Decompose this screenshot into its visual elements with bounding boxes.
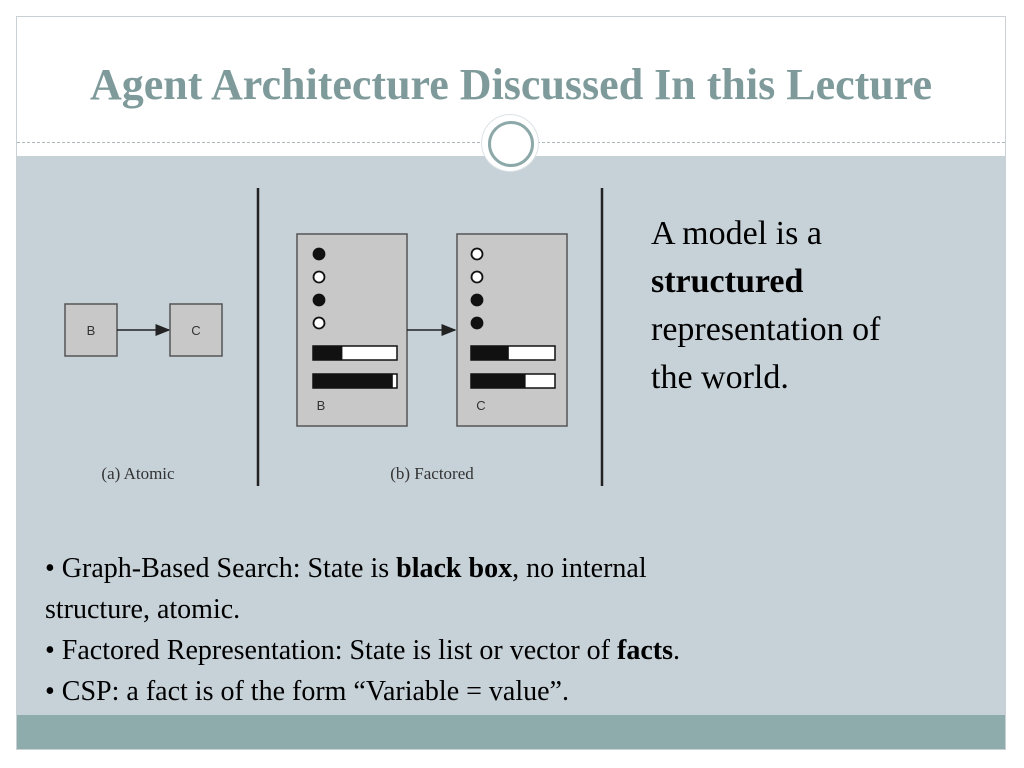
title-ornament-circle: [482, 115, 538, 171]
fact-empty-icon: [470, 270, 484, 284]
bullet-1-tail: , no internal: [512, 553, 647, 584]
bullet-2-text: • Factored Representation: State is list…: [45, 635, 617, 666]
fact-bar-fill: [471, 374, 526, 388]
bullet-graph-search: • Graph-Based Search: State is black box…: [45, 548, 975, 589]
fact-empty-icon: [312, 316, 326, 330]
bullet-2-emphasis: facts: [617, 635, 673, 666]
factored-state-c-bars: [470, 345, 556, 389]
atomic-caption: (a) Atomic: [101, 464, 175, 483]
footer-bar: [17, 715, 1005, 749]
fact-filled-icon: [312, 293, 326, 307]
factored-state-c-label: C: [476, 398, 485, 413]
fact-bar-fill: [313, 346, 343, 360]
bullet-csp: • CSP: a fact is of the form “Variable =…: [45, 676, 569, 707]
state-representation-figure: B C (a) Atomic B C (b) Factored: [17, 156, 637, 496]
bullet-factored: • Factored Representation: State is list…: [45, 630, 975, 671]
bullet-1-emphasis: black box: [396, 553, 513, 584]
slide: Agent Architecture Discussed In this Lec…: [16, 16, 1006, 750]
model-line-3: representation of: [651, 311, 881, 348]
model-definition-text: A model is a structured representation o…: [651, 210, 981, 402]
content-area: B C (a) Atomic B C (b) Factored: [17, 156, 1005, 715]
fact-filled-icon: [470, 293, 484, 307]
factored-state-b-box: [296, 233, 408, 427]
atomic-state-c-label: C: [191, 323, 200, 338]
fact-empty-icon: [470, 247, 484, 261]
bullet-graph-search-cont: structure, atomic.: [45, 594, 241, 625]
factored-state-c-facts: [470, 247, 484, 330]
factored-state-c-box: [456, 233, 568, 427]
bullet-2-tail: .: [672, 635, 680, 666]
factored-state-b-bars: [312, 345, 398, 389]
figure-svg: B C (a) Atomic B C (b) Factored: [64, 188, 604, 486]
atomic-state-b-box: [64, 303, 118, 357]
model-line-1: A model is a: [651, 215, 822, 252]
fact-empty-icon: [312, 270, 326, 284]
factored-state-b-label: B: [317, 398, 326, 413]
bullet-list: • Graph-Based Search: State is black box…: [45, 548, 975, 712]
slide-title: Agent Architecture Discussed In this Lec…: [89, 60, 933, 109]
fact-filled-icon: [470, 316, 484, 330]
model-line-4: the world.: [651, 359, 789, 396]
bullet-1-text: • Graph-Based Search: State is: [45, 553, 397, 584]
fact-bar-fill: [313, 374, 393, 388]
atomic-state-b-label: B: [87, 323, 96, 338]
model-emphasis: structured: [651, 263, 804, 300]
atomic-state-c-box: [169, 303, 223, 357]
factored-caption: (b) Factored: [390, 464, 474, 483]
title-ornament-ring: [488, 121, 534, 167]
fact-bar-fill: [471, 346, 509, 360]
fact-filled-icon: [312, 247, 326, 261]
factored-state-b-facts: [312, 247, 326, 330]
